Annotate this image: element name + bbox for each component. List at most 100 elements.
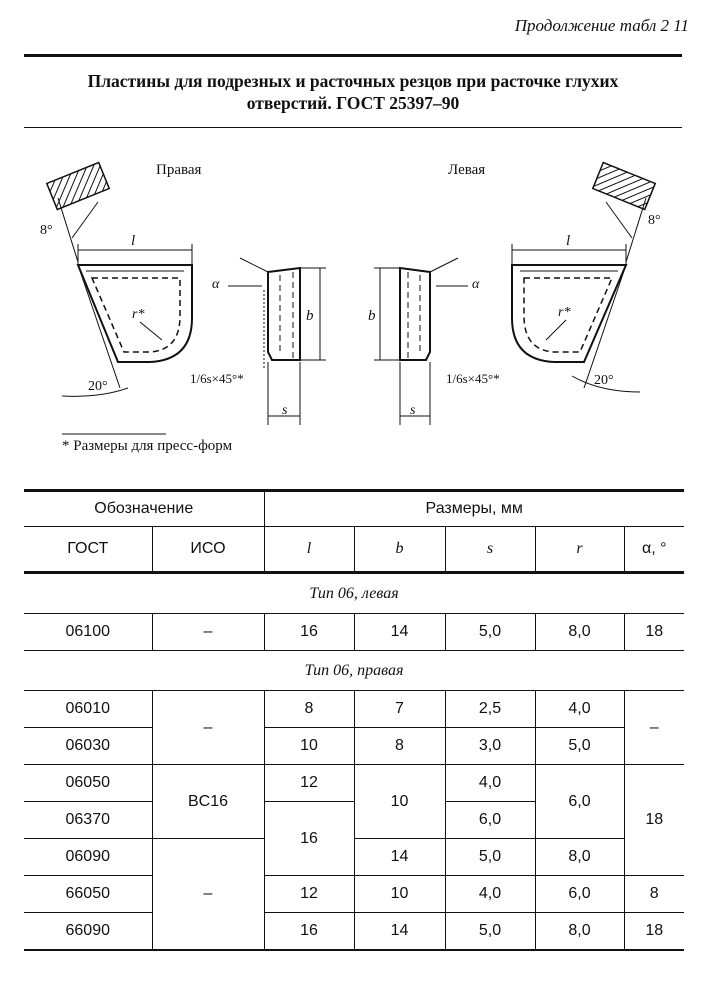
header-r: r [534, 526, 625, 573]
right-radius-label: r* [132, 307, 144, 322]
header-alpha: α, ° [623, 526, 684, 573]
cell-l: 16 [263, 912, 355, 951]
cell-gost: 06050 [24, 764, 153, 802]
right-dim-b-label: b [306, 308, 314, 324]
right-angle-20-label: 20° [88, 379, 108, 394]
cell-b: 14 [353, 838, 446, 876]
title-line-1: Пластины для подрезных и расточных резцо… [87, 71, 619, 91]
cell-iso: – [151, 690, 265, 765]
cell-r: 6,0 [534, 875, 625, 913]
right-side-view [267, 266, 301, 361]
header-designation: Обозначение [24, 490, 265, 527]
cell-s: 3,0 [444, 727, 536, 765]
section-type06-left: Тип 06, левая [24, 572, 684, 614]
table-row: 06090 – 14 5,0 8,0 [24, 838, 684, 951]
right-chamfer-label: 1/6s×45°* [190, 371, 244, 386]
page-title: Пластины для подрезных и расточных резцо… [24, 70, 682, 114]
table-row: 66090 16 14 5,0 8,0 18 [24, 912, 684, 951]
cell-b: 10 [353, 764, 446, 839]
cell-b: 8 [353, 727, 446, 765]
cell-l: 10 [263, 727, 355, 765]
table-row: 06050 BC16 12 10 4,0 6,0 18 [24, 764, 684, 876]
left-dim-b-label: b [368, 308, 376, 324]
cell-gost: 06090 [24, 838, 153, 876]
header-l: l [263, 526, 355, 573]
right-view-label: Правая [156, 162, 202, 178]
cell-alpha: – [623, 690, 684, 765]
header-b: b [353, 526, 446, 573]
cell-iso: – [151, 613, 265, 651]
top-rule [24, 54, 682, 57]
left-angle-20-label: 20° [594, 373, 614, 388]
header-sizes: Размеры, мм [263, 490, 684, 527]
left-dim-s-label: s [410, 403, 416, 418]
cell-gost: 06030 [24, 727, 153, 765]
right-insert-hidden-edge [90, 277, 181, 353]
cell-l: 16 [263, 613, 355, 651]
cell-alpha: 8 [623, 875, 684, 913]
cell-iso: BC16 [151, 764, 265, 839]
cell-alpha: 18 [623, 912, 684, 951]
right-dim-s-label: s [282, 403, 288, 418]
cell-b: 10 [353, 875, 446, 913]
header-s: s [444, 526, 536, 573]
left-view-label: Левая [448, 162, 485, 178]
right-insert-outline [76, 264, 193, 363]
cell-l: 8 [263, 690, 355, 728]
cell-gost: 06100 [24, 613, 153, 651]
cell-gost: 06010 [24, 690, 153, 728]
right-dim-l-label: l [131, 233, 135, 249]
left-insert-hidden-edge [523, 277, 614, 353]
cell-s: 5,0 [444, 838, 536, 876]
right-angle-8-label: 8° [40, 223, 53, 238]
continuation-label: Продолжение табл 2 11 [514, 16, 689, 35]
right-holder-section [45, 161, 111, 211]
cell-gost: 66050 [24, 875, 153, 913]
title-line-2: отверстий. ГОСТ 25397–90 [246, 93, 460, 113]
table-row: 06030 10 8 3,0 5,0 [24, 727, 684, 765]
left-holder-section [591, 161, 657, 211]
cell-gost: 66090 [24, 912, 153, 951]
cell-r: 8,0 [534, 613, 625, 651]
left-chamfer-label: 1/6s×45°* [446, 371, 500, 386]
left-alpha-label: α [472, 277, 480, 292]
cell-b: 7 [353, 690, 446, 728]
left-side-view [399, 266, 431, 361]
cell-r: 8,0 [534, 838, 624, 876]
table-row: 06370 16 6,0 [24, 801, 684, 876]
cell-r: 4,0 [534, 690, 625, 728]
cell-b: 14 [353, 613, 446, 651]
left-radius-label: r* [558, 305, 570, 320]
cell-l: 16 [263, 801, 355, 876]
cell-b: 14 [353, 912, 446, 951]
section-type06-right: Тип 06, правая [24, 650, 684, 691]
right-insert-group: Правая 8° l r* 20° b α 1/6s×4 [40, 161, 326, 425]
cell-s: 5,0 [444, 912, 536, 951]
right-angle-line [57, 197, 79, 263]
title-rule [24, 127, 682, 128]
cell-r: 8,0 [534, 912, 625, 951]
insert-drawing: Правая 8° l r* 20° b α 1/6s×4 [40, 161, 661, 435]
cell-s: 4,0 [444, 875, 536, 913]
cell-r: 5,0 [534, 727, 624, 765]
left-insert-group: Левая b α 1/6s×45°* s l r* 8° [368, 161, 661, 425]
left-dim-l-label: l [566, 233, 570, 249]
left-angle-8-label: 8° [648, 213, 661, 228]
cell-alpha: 18 [623, 764, 684, 876]
cell-s: 2,5 [444, 690, 536, 728]
right-alpha-label: α [212, 277, 220, 292]
cell-alpha: 18 [623, 613, 684, 651]
cell-l: 12 [263, 764, 355, 802]
footnote: * Размеры для пресс-форм [62, 438, 233, 454]
table-row: 66050 12 10 4,0 6,0 8 [24, 875, 684, 913]
cell-s: 4,0 [444, 764, 536, 802]
sizes-table: Обозначение Размеры, мм ГОСТ ИСО l b s r… [24, 489, 684, 951]
left-insert-outline [511, 264, 628, 363]
cell-s: 6,0 [444, 801, 535, 839]
header-gost: ГОСТ [24, 526, 153, 573]
header-iso: ИСО [151, 526, 265, 573]
cell-iso: – [151, 838, 265, 951]
cell-l: 12 [263, 875, 355, 913]
table-row: 06010 – 8 7 2,5 4,0 – [24, 690, 684, 765]
table-row: 06100 – 16 14 5,0 8,0 18 [24, 613, 684, 651]
